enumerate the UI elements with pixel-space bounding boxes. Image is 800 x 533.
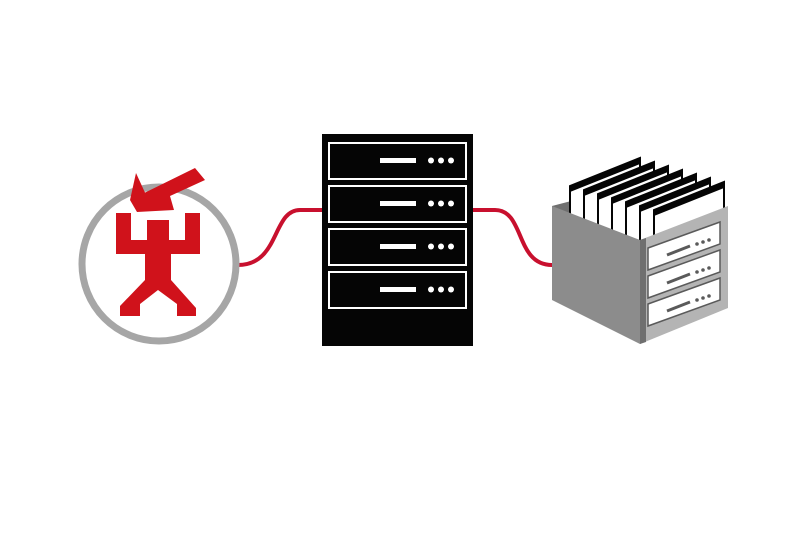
box-panel-led: [701, 240, 705, 244]
box-server-panel: [647, 220, 721, 272]
server-unit: [328, 228, 467, 266]
box-left-side: [552, 206, 640, 344]
box-panel-led: [695, 298, 699, 302]
server-unit-led: [428, 243, 434, 250]
box-panel-led: [695, 242, 699, 246]
server-unit-led: [438, 286, 444, 293]
document-header: [598, 166, 668, 200]
box-panel-plate: [647, 276, 721, 328]
server-unit-led: [448, 200, 454, 207]
document-header: [570, 158, 640, 192]
document-header: [626, 174, 696, 208]
server-unit-slot: [380, 244, 416, 249]
box-panel-led: [701, 296, 705, 300]
document-header: [584, 162, 654, 196]
red-figure-logo-icon: [78, 168, 240, 345]
box-panel-slot: [666, 244, 691, 257]
figure-icon: [116, 168, 205, 316]
box-panel-led: [701, 268, 705, 272]
box-panel-led: [707, 266, 711, 270]
server-unit-led: [438, 200, 444, 207]
server-unit-led: [428, 200, 434, 207]
server-unit-slot: [380, 287, 416, 292]
server-rack-icon: [322, 134, 473, 346]
document-header: [654, 182, 724, 216]
box-corner-edge: [640, 238, 646, 344]
document-header: [640, 178, 710, 212]
document-storage-box-icon: [552, 156, 728, 344]
server-unit: [328, 271, 467, 309]
server-unit-led: [438, 243, 444, 250]
server-unit-led: [448, 157, 454, 164]
server-unit-led: [448, 286, 454, 293]
document-header: [612, 170, 682, 204]
box-panel-slot: [666, 300, 691, 313]
server-unit-led: [438, 157, 444, 164]
box-panel-plate: [647, 220, 721, 272]
cable-server-to-storage: [471, 208, 554, 267]
box-panel-led: [707, 294, 711, 298]
server-unit: [328, 142, 467, 180]
box-panel-led: [707, 238, 711, 242]
box-panel-led: [695, 270, 699, 274]
server-unit-slot: [380, 201, 416, 206]
box-panel-plate: [647, 248, 721, 300]
box-server-panel: [647, 248, 721, 300]
server-unit-slot: [380, 158, 416, 163]
server-unit-led: [428, 157, 434, 164]
cable-user-to-server: [236, 208, 327, 267]
box-server-panel: [647, 276, 721, 328]
box-panel-slot: [666, 272, 691, 285]
server-unit-led: [448, 243, 454, 250]
server-unit: [328, 185, 467, 223]
server-unit-led: [428, 286, 434, 293]
